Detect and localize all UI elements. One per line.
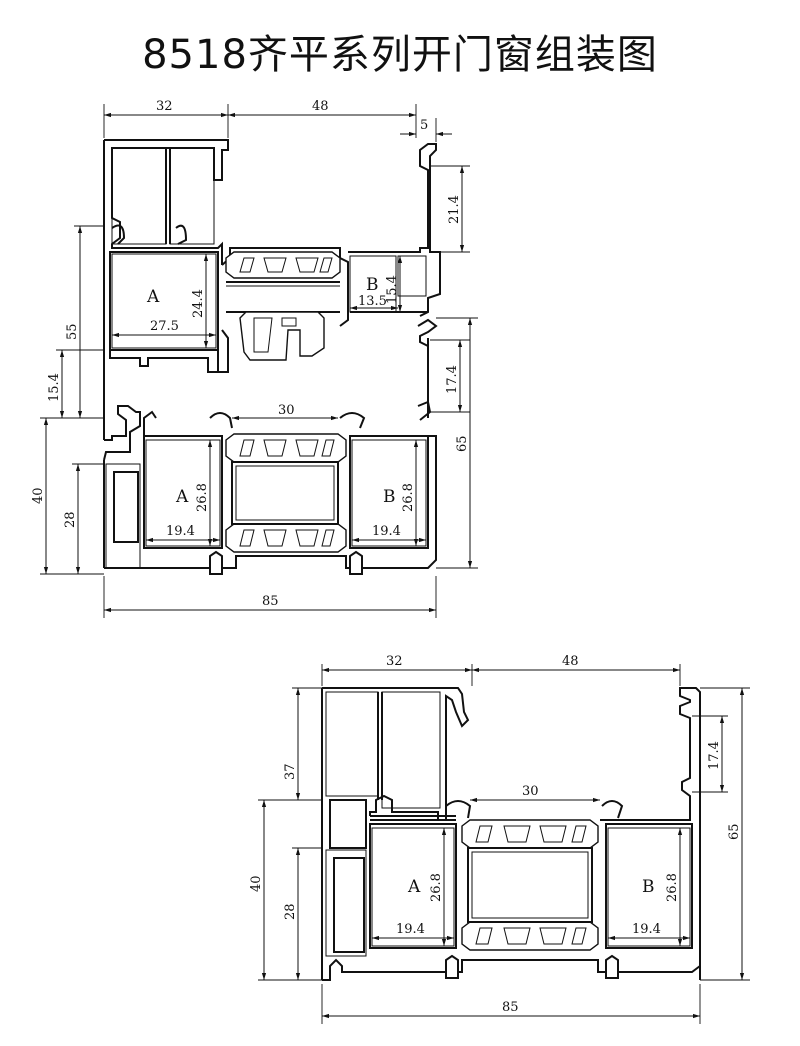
svg-text:48: 48 [562,654,579,669]
svg-text:32: 32 [386,654,403,669]
dim-bottom-30: 30 [470,784,600,803]
chamber-label-a-lower: A [175,487,189,507]
bottom-left-profile [321,687,470,980]
svg-text:17.4: 17.4 [707,741,722,770]
dim-top-32: 32 [103,99,229,138]
dim-bottom-65: 65 [700,687,750,981]
dim-top-5: 5 [400,118,452,142]
svg-text:85: 85 [502,1000,519,1015]
svg-text:37: 37 [283,763,298,780]
svg-text:19.4: 19.4 [166,524,195,539]
svg-text:19.4: 19.4 [632,922,661,937]
dim-top-48: 48 [228,99,417,138]
svg-text:30: 30 [278,403,295,418]
dim-top-26-8-a: 26.8 [195,440,213,546]
svg-text:55: 55 [65,323,80,340]
svg-text:28: 28 [283,903,298,920]
bottom-assembly-drawing: A B 32 48 17.4 65 [249,654,750,1024]
svg-text:26.8: 26.8 [665,873,680,902]
dim-bottom-85: 85 [321,984,701,1024]
dim-top-40: 40 [31,417,104,575]
svg-text:13.5: 13.5 [358,294,387,309]
dim-top-55: 55 [65,225,104,419]
dim-top-65: 65 [436,317,478,569]
svg-text:40: 40 [249,875,264,892]
dim-bottom-40: 40 [249,799,322,981]
dim-top-85: 85 [103,576,437,618]
svg-text:17.4: 17.4 [445,365,460,394]
dim-top-19-4-b: 19.4 [352,524,426,543]
dim-top-24-4: 24.4 [191,254,209,348]
top-lower-frame-profile [103,405,437,575]
svg-text:19.4: 19.4 [396,922,425,937]
dim-top-13-5: 13.5 [350,294,398,311]
svg-text:65: 65 [455,435,470,452]
dim-bottom-48: 48 [472,654,681,686]
svg-text:21.4: 21.4 [447,195,462,224]
dim-top-26-8-b: 26.8 [401,440,419,546]
dim-bottom-19-4-b: 19.4 [608,922,690,941]
top-sash-profile [103,139,349,440]
dim-bottom-28: 28 [283,847,322,980]
chamber-label-b-upper: B [366,275,379,295]
svg-text:27.5: 27.5 [150,319,179,334]
dim-bottom-26-8-b: 26.8 [665,828,683,946]
dim-top-15-4-b: 15.4 [385,256,403,312]
svg-text:5: 5 [420,118,428,133]
svg-text:28: 28 [63,511,78,528]
bottom-center-insulation [445,800,624,951]
svg-text:65: 65 [727,823,742,840]
bottom-right-profile [600,687,701,980]
chamber-label-b-lower: B [383,487,396,507]
dim-top-30: 30 [232,403,338,421]
dim-bottom-26-8-a: 26.8 [429,828,447,946]
svg-text:40: 40 [31,487,46,504]
svg-text:26.8: 26.8 [401,483,416,512]
svg-text:32: 32 [156,99,173,114]
chamber-label-a-upper: A [146,287,160,307]
svg-text:19.4: 19.4 [372,524,401,539]
dim-top-17-4: 17.4 [430,339,470,413]
svg-text:30: 30 [522,784,539,799]
page-title: 8518齐平系列开门窗组装图 [142,32,658,78]
bottom-chamber-label-a: A [407,877,421,897]
dim-top-21-4: 21.4 [430,165,470,253]
svg-text:24.4: 24.4 [191,289,206,318]
svg-text:48: 48 [312,99,329,114]
bottom-chamber-label-b: B [642,877,655,897]
svg-text:26.8: 26.8 [195,483,210,512]
dim-top-15-4-left: 15.4 [47,349,104,419]
svg-text:15.4: 15.4 [385,275,400,304]
svg-text:26.8: 26.8 [429,873,444,902]
dim-top-27-5: 27.5 [112,319,216,338]
dim-top-19-4-a: 19.4 [146,524,220,543]
dim-top-28: 28 [63,463,104,574]
top-assembly-drawing: A B A B 32 48 5 21.4 [31,99,478,618]
dim-bottom-32: 32 [321,654,473,686]
dim-bottom-19-4-a: 19.4 [372,922,454,941]
dim-bottom-37: 37 [283,687,322,801]
bottom-base [322,954,701,981]
svg-text:15.4: 15.4 [47,373,62,402]
svg-text:85: 85 [262,594,279,609]
dim-bottom-17-4: 17.4 [692,715,728,793]
